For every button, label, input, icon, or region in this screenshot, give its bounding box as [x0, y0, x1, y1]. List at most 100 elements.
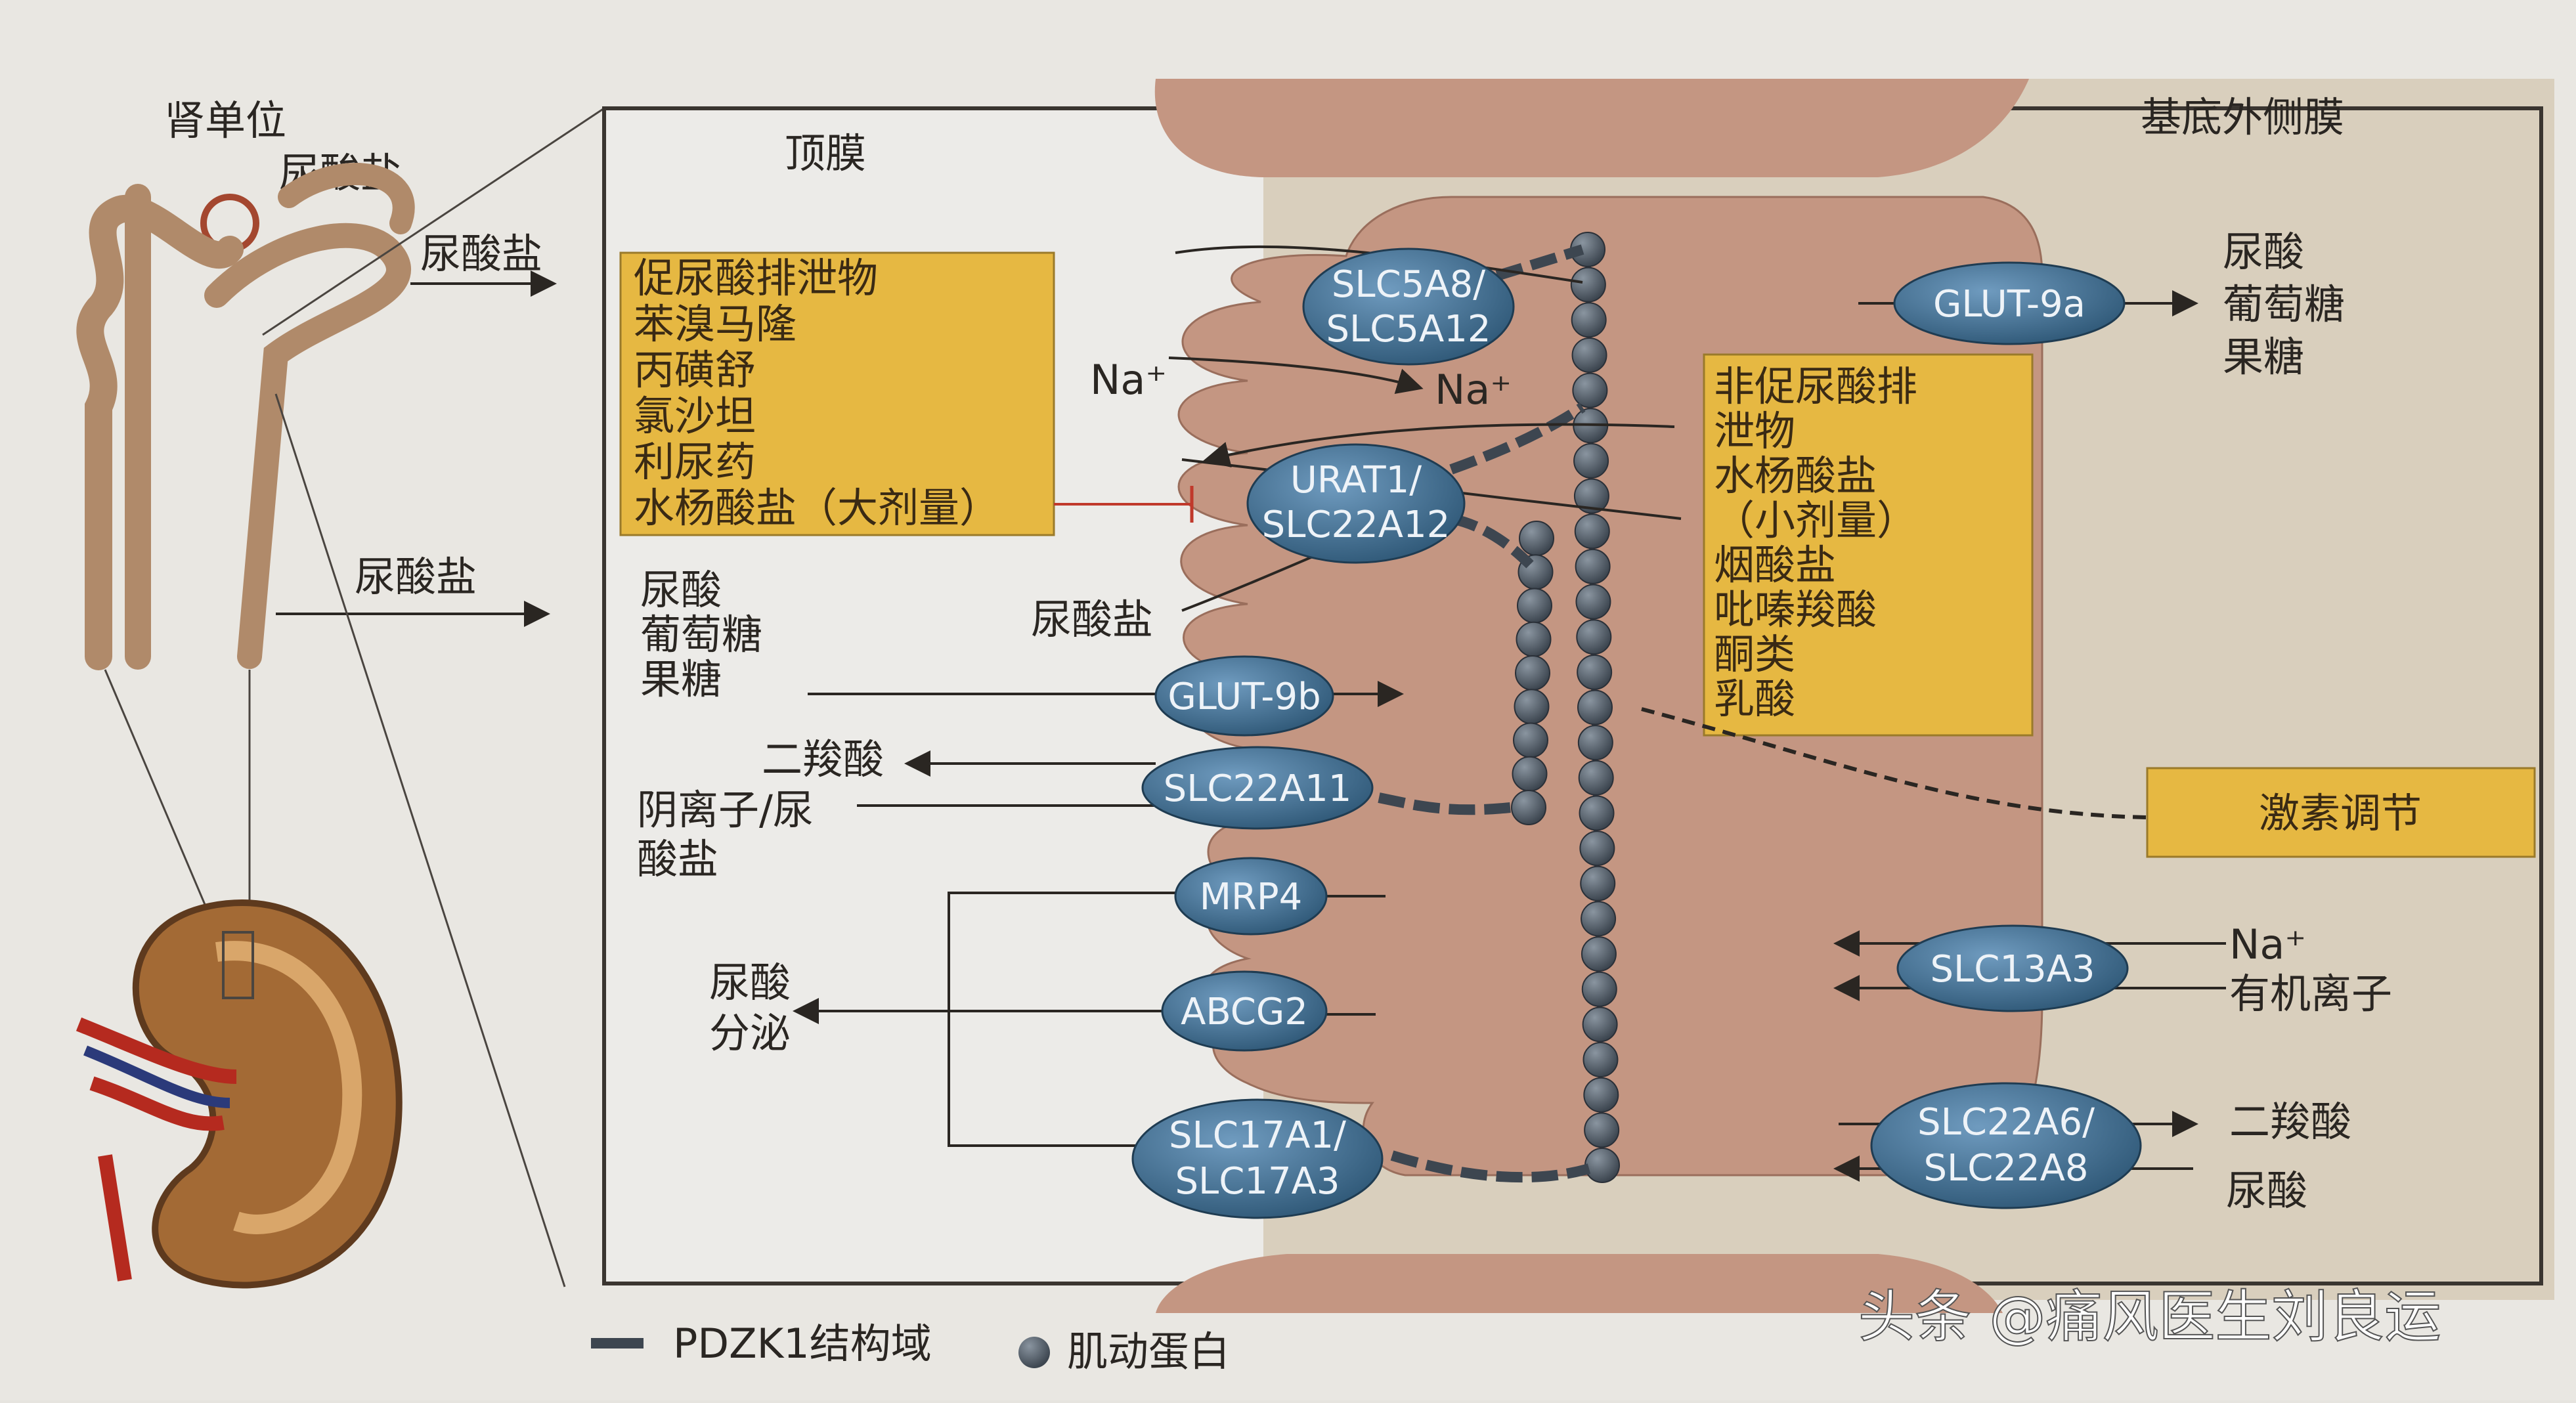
- zoom-line-top: [262, 107, 605, 336]
- legend-myosin-label: 肌动蛋白: [1067, 1327, 1230, 1375]
- transporter-slc22a6: SLC22A6/ SLC22A8: [1870, 1082, 2142, 1209]
- main-chain-bead-25: [1584, 1112, 1620, 1148]
- uricosuric-item-2: 丙磺舒: [634, 346, 756, 394]
- glut9a-substrate-2: 果糖: [2223, 333, 2304, 381]
- main-chain-bead-3: [1571, 337, 1607, 373]
- abcg2-label: ABCG2: [1181, 991, 1308, 1033]
- hormone-box: [2146, 767, 2536, 858]
- slc13a3-substrate-0: Na⁺: [2229, 920, 2306, 968]
- side-chain-bead-2: [1517, 588, 1552, 624]
- apical-membrane-label: 顶膜: [785, 129, 866, 177]
- transporter-slc22a11: SLC22A11: [1141, 746, 1374, 830]
- slc22a6-substrate-1: 尿酸: [2226, 1167, 2307, 1215]
- nonuricosuric-item-5: 吡嗪羧酸: [1714, 586, 1877, 634]
- zoom-line-bottom: [274, 393, 566, 1287]
- main-chain-bead-20: [1581, 936, 1617, 972]
- na-arrow-slc5a8: [1168, 356, 1424, 394]
- collecting-duct: [278, 163, 415, 234]
- legend: PDZK1结构域 肌动蛋白: [591, 1320, 1230, 1375]
- main-chain-bead-14: [1577, 725, 1613, 761]
- slc13a3-substrate-1: 有机离子: [2229, 970, 2392, 1018]
- adjacent-cell-top: [1154, 79, 2029, 177]
- side-chain-bead-3: [1516, 621, 1552, 657]
- legend-pdzk1-label: PDZK1结构域: [673, 1320, 932, 1368]
- transport-arrows: [793, 245, 2226, 1182]
- nonuricosuric-item-7: 乳酸: [1714, 675, 1795, 723]
- transporter-abcg2: ABCG2: [1161, 970, 1328, 1052]
- zoom-line-kidney-2: [104, 669, 218, 933]
- main-chain-bead-2: [1571, 302, 1607, 338]
- urate-label: 尿酸盐: [1031, 595, 1153, 643]
- basolateral-membrane-label: 基底外侧膜: [2141, 93, 2344, 141]
- nonuricosuric-item-0: 非促尿酸排: [1714, 362, 1917, 410]
- slc22a11-label: SLC22A11: [1164, 767, 1352, 810]
- cell-panel: 顶膜 基底外侧膜 促尿酸排泄物 苯溴马隆 丙磺舒 氯沙坦 利尿药 水杨酸盐（大剂…: [602, 79, 2554, 1313]
- transporter-glut9b: GLUT-9b: [1154, 655, 1334, 737]
- uricosuric-item-4: 利尿药: [634, 438, 756, 486]
- uricosuric-item-3: 氯沙坦: [634, 392, 756, 440]
- main-chain-bead-11: [1576, 619, 1612, 655]
- slc22a6-label-0: SLC22A6/: [1917, 1101, 2095, 1144]
- transporter-slc13a3: SLC13A3: [1896, 924, 2129, 1012]
- slc5a8-label-1: SLC5A12: [1326, 308, 1491, 351]
- uricosuric-box: [619, 251, 1055, 536]
- hormone-box-label: 激素调节: [2259, 789, 2422, 837]
- side-chain-bead-7: [1512, 756, 1548, 792]
- glut9a-label: GLUT-9a: [1933, 283, 2085, 326]
- side-chain-bead-5: [1514, 689, 1550, 725]
- main-chain-bead-23: [1583, 1042, 1619, 1078]
- transporter-glut9a: GLUT-9a: [1893, 261, 2126, 345]
- main-chain-bead-10: [1575, 584, 1611, 620]
- side-chain-bead-8: [1511, 790, 1546, 825]
- main-chain-bead-13: [1577, 689, 1613, 725]
- side-chain-bead-0: [1519, 521, 1554, 556]
- glut9a-substrate-0: 尿酸: [2223, 228, 2304, 276]
- main-chain-bead-7: [1573, 478, 1609, 514]
- mrp4-label: MRP4: [1200, 876, 1303, 918]
- main-chain-bead-6: [1573, 442, 1609, 479]
- glut9b-label: GLUT-9b: [1168, 676, 1321, 718]
- transporter-urat1: URAT1/ SLC22A12: [1246, 443, 1466, 564]
- main-chain-bead-1: [1570, 267, 1606, 303]
- glut9b-substrate-1: 葡萄糖: [640, 611, 762, 658]
- urat1-arrow-in: [1203, 423, 1675, 468]
- main-chain-bead-12: [1577, 654, 1613, 690]
- pdzk1-link-5: [1390, 1150, 1591, 1183]
- main-chain-bead-19: [1581, 901, 1617, 937]
- renal-artery: [76, 1017, 237, 1282]
- main-chain-bead-9: [1575, 548, 1611, 584]
- slc22a6-substrate-0: 二羧酸: [2229, 1098, 2351, 1146]
- distal-tubule: [204, 223, 411, 669]
- secretion-label-0: 尿酸: [709, 959, 791, 1006]
- nonuricosuric-item-1: 泄物: [1714, 407, 1795, 455]
- urat1-label-1: SLC22A12: [1262, 504, 1451, 546]
- nonuricosuric-list: 非促尿酸排 泄物 水杨酸盐 （小剂量） 烟酸盐 吡嗪羧酸 酮类 乳酸: [1714, 362, 1917, 723]
- main-chain-bead-4: [1572, 372, 1608, 408]
- slc13a3-label: SLC13A3: [1930, 948, 2095, 991]
- anion-urate-label-1: 酸盐: [637, 835, 718, 883]
- nonuricosuric-item-2: 水杨酸盐: [1714, 452, 1877, 500]
- slc17a1-label-1: SLC17A3: [1175, 1160, 1340, 1203]
- main-chain-bead-8: [1574, 513, 1610, 550]
- main-chain-bead-15: [1578, 760, 1614, 796]
- side-chain-bead-4: [1515, 655, 1550, 691]
- nephron-title: 肾单位: [164, 97, 286, 144]
- glut9a-substrate-1: 葡萄糖: [2223, 280, 2345, 328]
- uricosuric-item-1: 苯溴马隆: [634, 300, 797, 348]
- na-out-label: Na⁺: [1435, 366, 1512, 414]
- urat1-label-0: URAT1/: [1290, 459, 1422, 502]
- dicarboxylate-label: 二羧酸: [762, 735, 884, 783]
- nonuricosuric-item-4: 烟酸盐: [1714, 541, 1836, 589]
- main-chain-bead-21: [1581, 971, 1617, 1007]
- secretion-label-1: 分泌: [709, 1009, 791, 1057]
- main-chain-bead-18: [1580, 865, 1616, 901]
- slc22a6-label-1: SLC22A8: [1923, 1147, 2088, 1190]
- myosin-beads: [1511, 232, 1620, 1183]
- glut9b-substrate-0: 尿酸: [640, 566, 722, 614]
- slc17a1-label-0: SLC17A1/: [1169, 1114, 1346, 1157]
- urate-arrow-slc5a8: [1175, 245, 1583, 284]
- na-in-label: Na⁺: [1090, 356, 1167, 404]
- glut9b-substrate-2: 果糖: [640, 655, 722, 703]
